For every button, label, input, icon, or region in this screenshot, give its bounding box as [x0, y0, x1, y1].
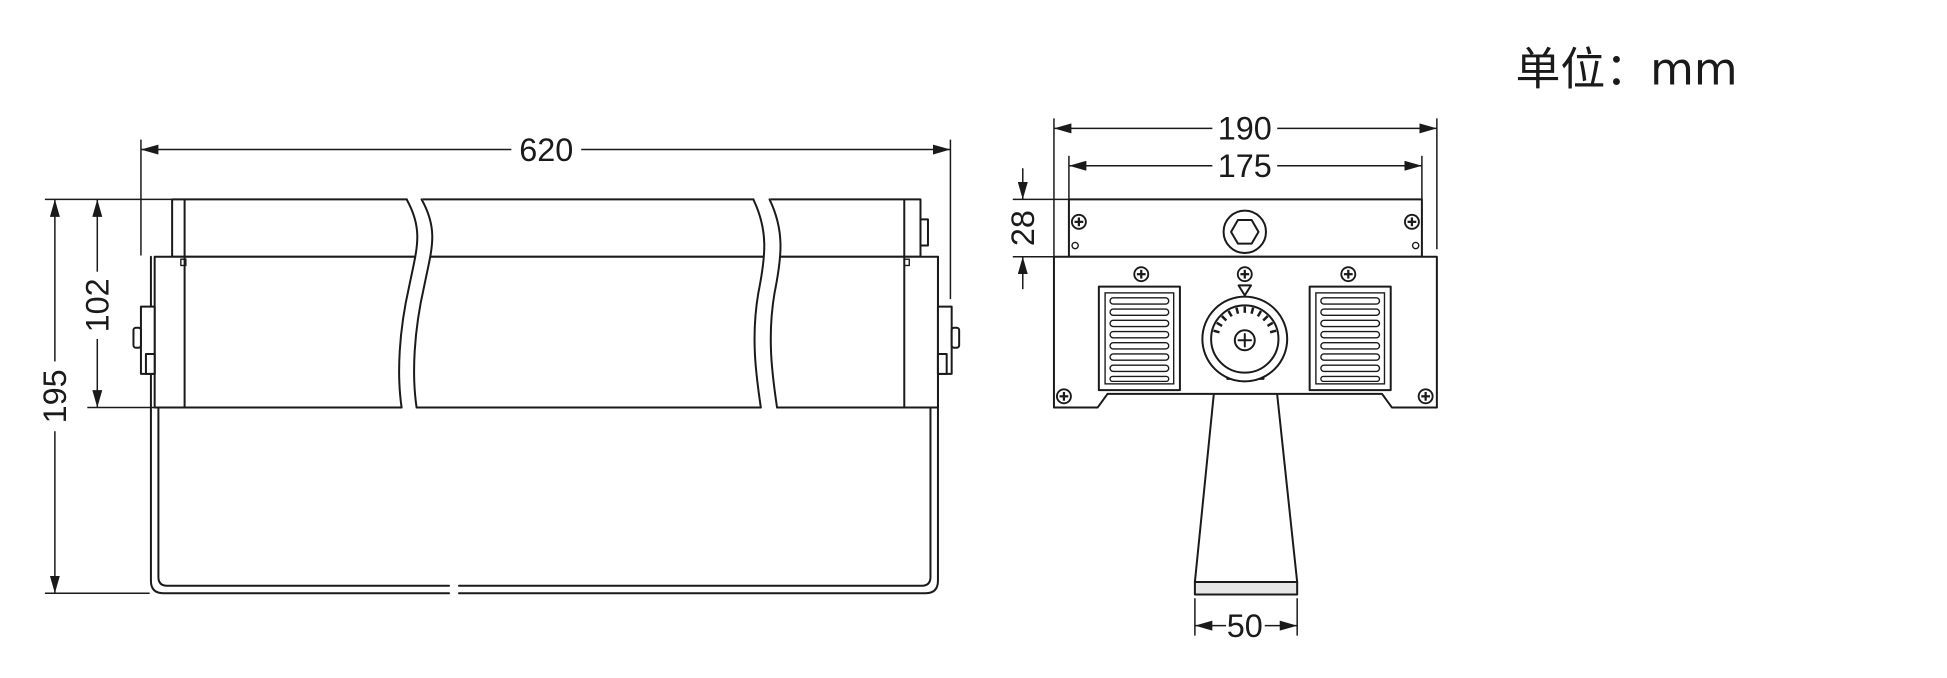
- dim-label-stand-width: 50: [1227, 608, 1263, 644]
- dim-label-overall-width: 190: [1218, 111, 1272, 147]
- stand-base: [1193, 581, 1299, 596]
- stand: [1193, 370, 1299, 584]
- dim-label-overall-height: 195: [37, 369, 73, 423]
- side-knob-left-tab: [144, 352, 156, 375]
- bracket-inner: [157, 406, 451, 587]
- screw-icon: [1403, 213, 1421, 230]
- triangle-marker-icon: [1237, 284, 1253, 297]
- label-bg-620: [511, 132, 582, 166]
- label-bg-195: [37, 361, 73, 432]
- label-bg-50: [1226, 609, 1265, 644]
- dim-label-cover-width: 175: [1218, 148, 1272, 184]
- front-view: 620 195 102: [37, 132, 961, 595]
- hole-icon: [1411, 241, 1420, 250]
- hex-nut-outer: [1222, 209, 1267, 255]
- break-line-1b: [413, 198, 434, 409]
- screw-icon: [1055, 388, 1073, 405]
- vent-right: [1308, 285, 1392, 392]
- dim-label-body-height: 102: [80, 278, 116, 332]
- side-knob-right-cap: [950, 326, 961, 349]
- unit-label: 单位：mm: [1515, 43, 1737, 96]
- vent-left: [1097, 285, 1181, 392]
- dim-label-overall-length: 620: [519, 132, 573, 168]
- break-mask-1: [399, 196, 433, 411]
- break-line-2b: [768, 198, 782, 409]
- bracket-outer: [149, 255, 451, 595]
- label-bg-102: [79, 271, 115, 339]
- break-line-1a: [398, 198, 419, 409]
- main-body: [153, 255, 939, 409]
- break-line-2a: [752, 198, 766, 409]
- label-bg-175: [1212, 149, 1278, 184]
- side-view: 190 175 28 50: [1005, 111, 1438, 644]
- screw-icon: [1340, 266, 1357, 283]
- screw-icon: [1236, 266, 1253, 283]
- screw-icon: [1133, 266, 1150, 283]
- dial-ticks: [1213, 306, 1277, 334]
- screw-icon: [1417, 388, 1434, 405]
- dial-inner: [1210, 304, 1280, 374]
- mark-left: [180, 258, 187, 267]
- break-mask-2: [753, 196, 781, 411]
- bracket-outer-right: [458, 255, 939, 595]
- side-knob-right-tab: [936, 352, 948, 375]
- bracket-inner-right: [458, 406, 932, 587]
- screw-icon: [1070, 213, 1088, 230]
- hole-icon: [1071, 241, 1079, 250]
- upper-housing: [171, 198, 922, 258]
- dim-label-cover-height: 28: [1005, 210, 1041, 246]
- mark-right: [903, 258, 910, 267]
- label-bg-190: [1212, 112, 1278, 146]
- hex-nut-icon: [1230, 218, 1260, 245]
- top-nub-right: [919, 218, 929, 247]
- side-knob-left-cap: [132, 326, 142, 349]
